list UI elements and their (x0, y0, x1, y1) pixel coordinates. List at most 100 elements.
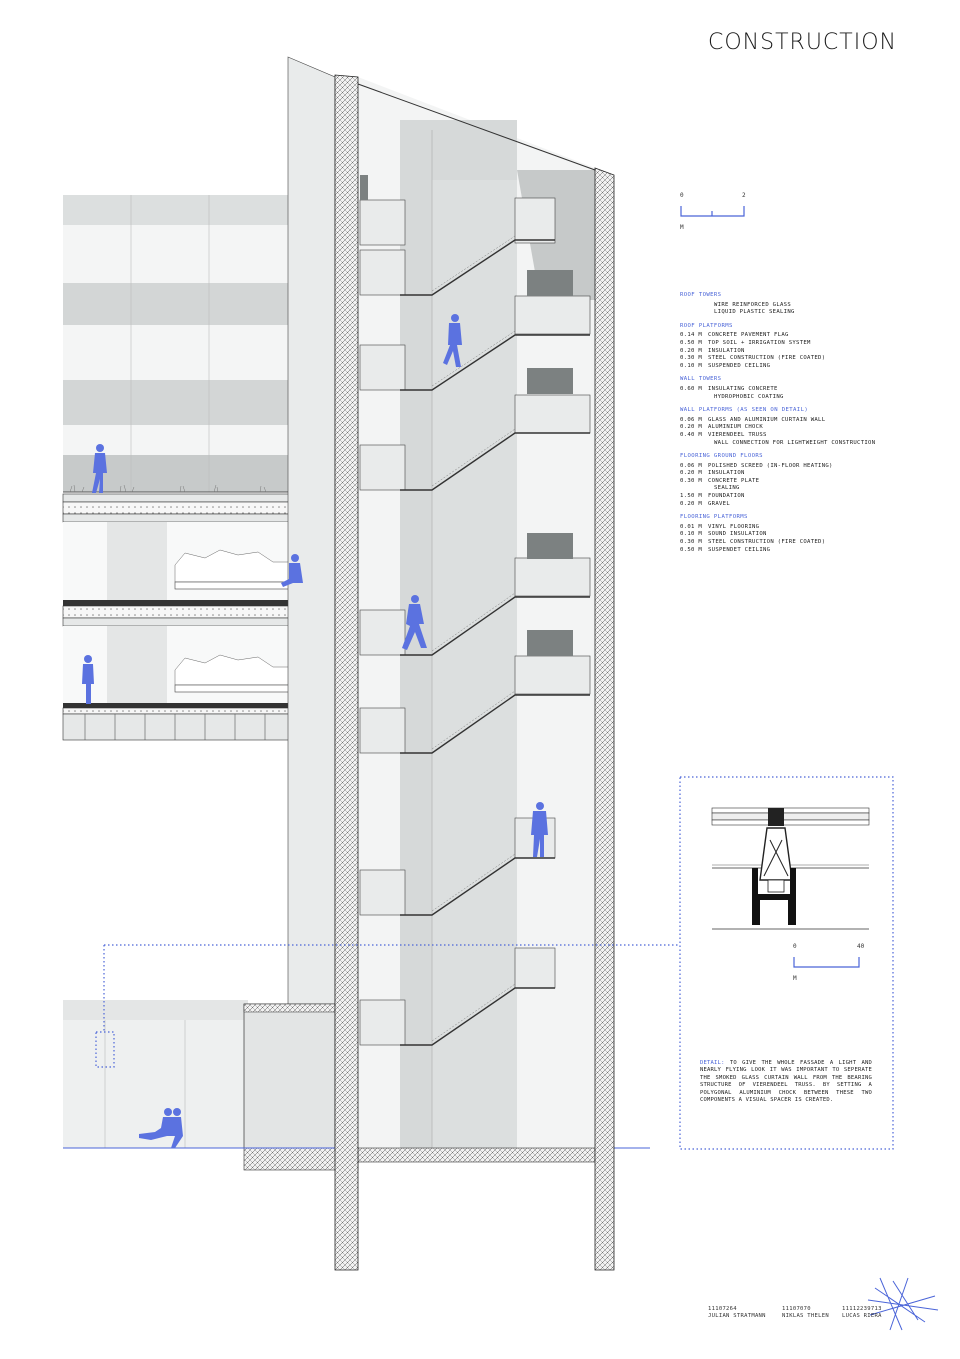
stair-tower (357, 77, 596, 1163)
spec-thickness: 0.20 M (680, 500, 703, 507)
spec-thickness: 0.01 M (680, 523, 703, 530)
detail-scale-line (793, 957, 860, 968)
spec-row: SEALING (680, 485, 930, 493)
spec-material: VIERENDEEL TRUSS (708, 431, 767, 438)
spec-thickness: 0.50 M (680, 546, 703, 553)
spec-heading: WALL PLATFORMS (AS SEEN ON DETAIL) (680, 407, 809, 414)
spec-thickness: 0.50 M (680, 339, 703, 346)
spec-thickness: 0.06 M (680, 416, 703, 423)
signature-logo (867, 1277, 939, 1331)
spec-material: SUSPENDED CEILING (708, 362, 771, 369)
spec-row: 0.10 M SUSPENDED CEILING (680, 363, 930, 371)
credit-2: 11107070 NIKLAS THELEN (782, 1306, 829, 1320)
detail-description: DETAIL: TO GIVE THE WHOLE FASSADE A LIGH… (700, 1060, 872, 1104)
spec-thickness: 0.20 M (680, 470, 703, 477)
spec-row: 0.20 M ALUMINIUM CHOCK (680, 424, 930, 432)
spec-material: POLISHED SCREED (IN-FLOOR HEATING) (708, 462, 833, 469)
spec-material: INSULATION (708, 470, 745, 477)
spec-row: 0.40 M VIERENDEEL TRUSS (680, 432, 930, 440)
spec-row: WALL CONNECTION FOR LIGHTWEIGHT CONSTRUC… (680, 440, 930, 448)
spec-row: 0.20 M GRAVEL (680, 501, 930, 509)
spec-heading: FLOORING PLATFORMS (680, 514, 748, 521)
spec-material: STEEL CONSTRUCTION (FIRE COATED) (708, 539, 826, 546)
scale-start: 0 (680, 192, 684, 199)
detail-connector (95, 776, 894, 1150)
spec-row: 0.60 M INSULATING CONCRETE (680, 386, 930, 394)
spec-heading: ROOF PLATFORMS (680, 322, 733, 329)
credit-3: 11112239713 LUCAS RIERA (842, 1306, 882, 1320)
credit-name: JULIAN STRATMANN (708, 1313, 766, 1319)
spec-material: VINYL FLOORING (708, 523, 760, 530)
credit-id: 11107070 (782, 1306, 811, 1312)
spec-thickness: 0.60 M (680, 385, 703, 392)
spec-row: 0.06 M POLISHED SCREED (IN-FLOOR HEATING) (680, 463, 930, 471)
spec-row: 1.50 M FOUNDATION (680, 493, 930, 501)
credit-id: 11107264 (708, 1306, 737, 1312)
spec-row: 0.20 M INSULATION (680, 470, 930, 478)
spec-row: 0.14 M CONCRETE PAVEMENT FLAG (680, 332, 930, 340)
spec-thickness: 0.14 M (680, 332, 703, 339)
spec-material: LIQUID PLASTIC SEALING (714, 309, 795, 316)
spec-material: CONCRETE PLATE (708, 477, 760, 484)
page-title: CONSTRUCTION (708, 30, 897, 55)
scale-unit: M (680, 224, 684, 231)
spec-row: 0.01 M VINYL FLOORING (680, 524, 930, 532)
spec-thickness: 0.40 M (680, 431, 703, 438)
spec-material: FOUNDATION (708, 493, 745, 500)
spec-heading: WALL TOWERS (680, 376, 722, 383)
detail-body: TO GIVE THE WHOLE FASSADE A LIGHT AND NE… (700, 1060, 872, 1104)
spec-row: LIQUID PLASTIC SEALING (680, 309, 930, 317)
spec-thickness: 0.30 M (680, 539, 703, 546)
spec-heading: ROOF TOWERS (680, 292, 722, 298)
spec-row: 0.30 M STEEL CONSTRUCTION (FIRE COATED) (680, 355, 930, 363)
spec-thickness: 0.10 M (680, 362, 703, 369)
spec-material: SEALING (714, 485, 740, 492)
spec-material: TOP SOIL + IRRIGATION SYSTEM (708, 339, 811, 346)
credit-id: 11112239713 (842, 1306, 882, 1312)
spec-material: INSULATION (708, 347, 745, 354)
spec-row: WIRE REINFORCED GLASS (680, 302, 930, 310)
credit-1: 11107264 JULIAN STRATMANN (708, 1306, 766, 1320)
spec-thickness: 0.20 M (680, 347, 703, 354)
detail-scale-unit: M (793, 975, 797, 982)
spec-row: 0.50 M SUSPENDET CEILING (680, 547, 930, 555)
people-figures (82, 314, 548, 1148)
spec-row: 0.20 M INSULATION (680, 348, 930, 356)
detail-scale-bar: 0 40 M (793, 943, 873, 987)
spec-row: 0.30 M CONCRETE PLATE (680, 478, 930, 486)
side-wall (287, 56, 336, 1006)
spec-thickness: 0.30 M (680, 477, 703, 484)
spec-material: HYDROPHOBIC COATING (714, 393, 784, 400)
spec-material: WIRE REINFORCED GLASS (714, 301, 792, 308)
spec-material: GLASS AND ALUMINIUM CURTAIN WALL (708, 416, 826, 423)
scale-line (680, 206, 745, 217)
spec-material: SUSPENDET CEILING (708, 546, 771, 553)
spec-row: HYDROPHOBIC COATING (680, 394, 930, 402)
credit-name: NIKLAS THELEN (782, 1313, 829, 1319)
spec-thickness: 0.10 M (680, 531, 703, 538)
spec-material: GRAVEL (708, 500, 731, 507)
spec-row: 0.06 M GLASS AND ALUMINIUM CURTAIN WALL (680, 417, 930, 425)
scale-bar: 0 2 M (680, 192, 760, 236)
spec-heading: FLOORING GROUND FLOORS (680, 453, 763, 460)
spec-material: CONCRETE PAVEMENT FLAG (708, 332, 789, 339)
spec-row: 0.30 M STEEL CONSTRUCTION (FIRE COATED) (680, 539, 930, 547)
spec-thickness: 1.50 M (680, 493, 703, 500)
spec-material: SOUND INSULATION (708, 531, 767, 538)
scale-end: 2 (742, 192, 746, 199)
detail-scale-start: 0 (793, 943, 797, 950)
spec-thickness: 0.30 M (680, 355, 703, 362)
spec-material: STEEL CONSTRUCTION (FIRE COATED) (708, 355, 826, 362)
credit-name: LUCAS RIERA (842, 1313, 882, 1319)
spec-material: INSULATING CONCRETE (708, 385, 778, 392)
tower-walls (334, 74, 615, 1271)
spec-thickness: 0.20 M (680, 424, 703, 431)
detail-label: DETAIL: (700, 1060, 725, 1066)
spec-thickness: 0.06 M (680, 462, 703, 469)
spec-material: WALL CONNECTION FOR LIGHTWEIGHT CONSTRUC… (714, 439, 876, 446)
spec-material: ALUMINIUM CHOCK (708, 424, 764, 431)
spec-row: 0.50 M TOP SOIL + IRRIGATION SYSTEM (680, 340, 930, 348)
ground-floor (63, 1000, 650, 1171)
